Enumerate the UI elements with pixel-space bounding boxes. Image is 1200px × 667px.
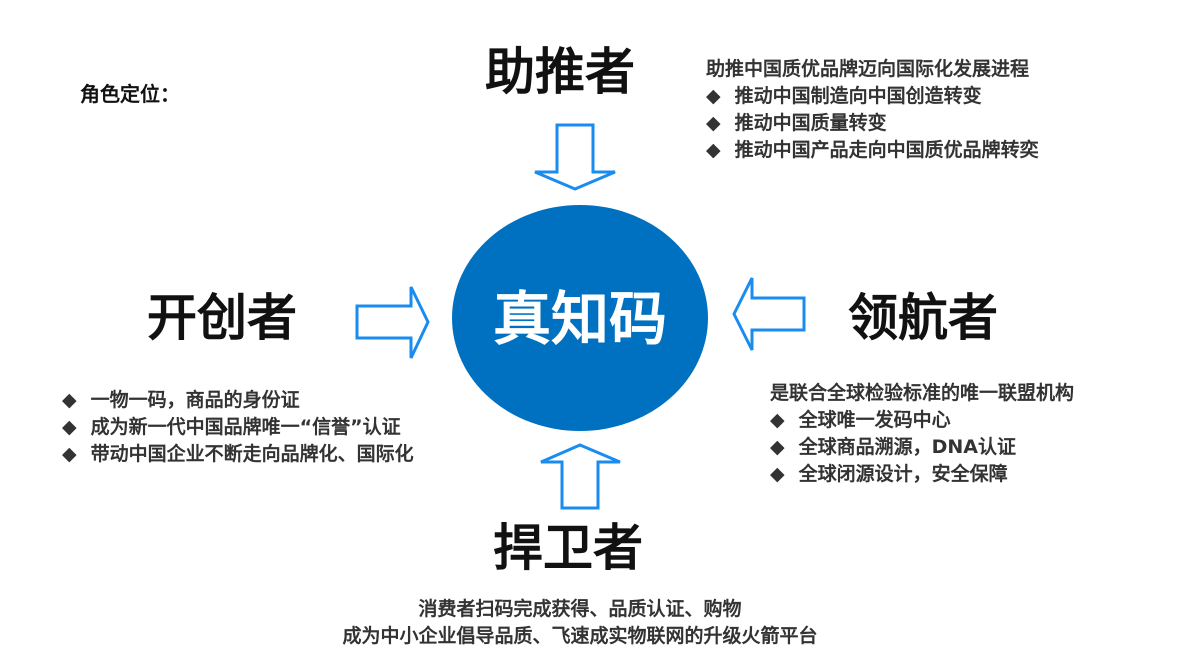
role-title-right: 领航者 <box>848 289 998 347</box>
arrow-up-icon <box>540 443 621 510</box>
list-item: ◆ 推动中国产品走向中国质优品牌转奕 <box>706 137 1039 164</box>
right-description: 是联合全球检验标准的唯一联盟机构 ◆ 全球唯一发码中心 ◆ 全球商品溯源，DNA… <box>770 380 1074 488</box>
arrow-down-icon <box>534 123 616 191</box>
list-item: ◆ 推动中国质量转变 <box>706 110 1039 137</box>
center-ellipse <box>452 205 708 431</box>
role-title-bottom: 捍卫者 <box>493 519 643 577</box>
bottom-line: 消费者扫码完成获得、品质认证、购物 <box>418 598 742 620</box>
role-title-left: 开创者 <box>147 289 297 347</box>
top-description: 助推中国质优品牌迈向国际化发展进程 ◆ 推动中国制造向中国创造转变 ◆ 推动中国… <box>706 56 1039 164</box>
right-intro: 是联合全球检验标准的唯一联盟机构 <box>770 382 1075 404</box>
arrow-right-icon <box>355 286 430 359</box>
diamond-bullet-icon: ◆ <box>770 409 785 431</box>
arrow-left-icon <box>732 277 806 351</box>
list-item: ◆ 成为新一代中国品牌唯一“信誉”认证 <box>62 414 414 441</box>
diamond-bullet-icon: ◆ <box>706 85 721 107</box>
role-title-top: 助推者 <box>485 43 635 101</box>
list-item: ◆ 推动中国制造向中国创造转变 <box>706 83 1039 110</box>
diamond-bullet-icon: ◆ <box>62 443 77 465</box>
diamond-bullet-icon: ◆ <box>62 416 77 438</box>
top-intro: 助推中国质优品牌迈向国际化发展进程 <box>706 58 1030 80</box>
diamond-bullet-icon: ◆ <box>62 389 77 411</box>
diamond-bullet-icon: ◆ <box>770 436 785 458</box>
bottom-line: 成为中小企业倡导品质、飞速成实物联网的升级火箭平台 <box>342 625 818 647</box>
center-label: 真知码 <box>492 285 667 353</box>
heading: 角色定位： <box>80 82 180 106</box>
list-item: ◆ 全球闭源设计，安全保障 <box>770 461 1074 488</box>
list-item: ◆ 全球唯一发码中心 <box>770 407 1074 434</box>
diamond-bullet-icon: ◆ <box>770 463 785 485</box>
diamond-bullet-icon: ◆ <box>706 139 721 161</box>
list-item: ◆ 一物一码，商品的身份证 <box>62 387 414 414</box>
list-item: ◆ 带动中国企业不断走向品牌化、国际化 <box>62 441 414 468</box>
left-description: ◆ 一物一码，商品的身份证 ◆ 成为新一代中国品牌唯一“信誉”认证 ◆ 带动中国… <box>62 387 414 468</box>
list-item: ◆ 全球商品溯源，DNA认证 <box>770 434 1074 461</box>
diamond-bullet-icon: ◆ <box>706 112 721 134</box>
bottom-description: 消费者扫码完成获得、品质认证、购物 成为中小企业倡导品质、飞速成实物联网的升级火… <box>280 596 880 650</box>
